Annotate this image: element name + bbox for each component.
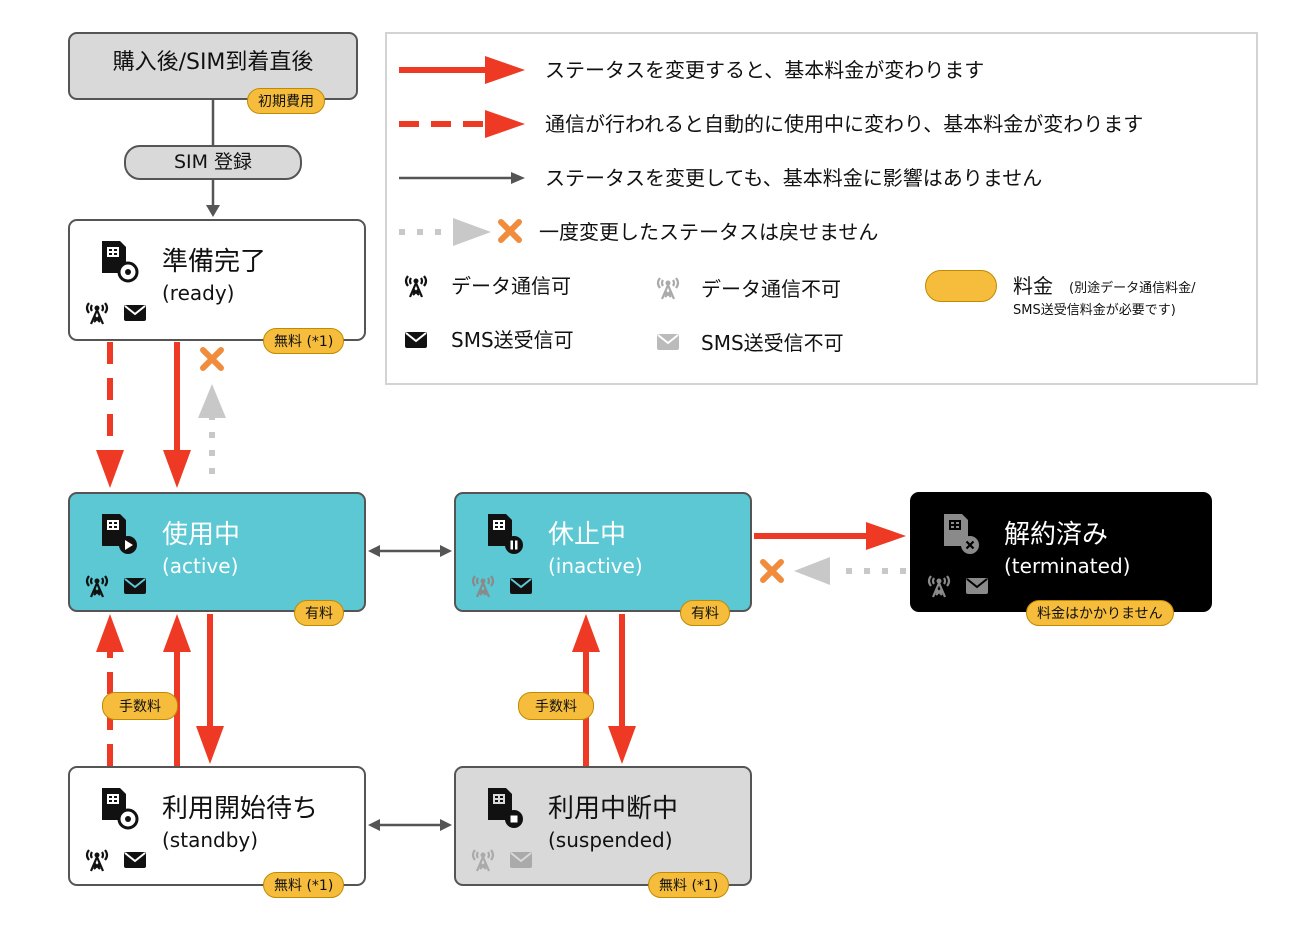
state-subtitle: (terminated) (1004, 554, 1131, 578)
mail-icon (405, 332, 427, 348)
standby-fee-badge: 無料 (*1) (263, 872, 345, 898)
mail-icon (124, 852, 146, 868)
legend-sms-ng-text: SMS送受信不可 (701, 331, 844, 355)
sim-card-icon (944, 514, 979, 554)
state-title: 準備完了 (162, 247, 267, 277)
ready-fee-badge: 無料 (*1) (263, 328, 345, 354)
legend-fee-text: 料金 (1013, 274, 1053, 298)
sim-register-pill: SIM 登録 (124, 145, 302, 180)
inactive-fee-badge: 有料 (680, 600, 730, 626)
state-suspended: 利用中断中 (suspended) (454, 766, 752, 886)
state-title: 休止中 (548, 520, 627, 550)
antenna-icon (656, 277, 680, 300)
legend-data-ok-text: データ通信可 (451, 274, 571, 298)
antenna-icon (927, 575, 951, 598)
antenna-icon (85, 575, 109, 598)
state-terminated: 解約済み (terminated) (910, 492, 1212, 612)
start-fee-badge: 初期費用 (247, 88, 325, 114)
state-inactive: 休止中 (inactive) (454, 492, 752, 612)
legend-fee-note-2: SMS送受信料金が必要です) (1013, 303, 1176, 318)
legend-sms-ok-text: SMS送受信可 (451, 328, 574, 352)
legend-fee-note-1: (別途データ通信料金/ (1069, 281, 1196, 296)
register-arrowhead (206, 205, 220, 217)
legend-red-arrow-text: ステータスを変更すると、基本料金が変わります (545, 58, 985, 82)
start-box: 購入後/SIM到着直後 (68, 32, 358, 100)
mail-icon (510, 852, 532, 868)
state-active: 使用中 (active) (68, 492, 366, 612)
mail-icon (657, 334, 679, 350)
mail-icon (966, 578, 988, 594)
sim-card-icon (102, 514, 137, 554)
antenna-icon (85, 302, 109, 325)
antenna-icon (404, 275, 428, 298)
mail-icon (124, 305, 146, 321)
terminated-fee-badge: 料金はかかりません (1026, 600, 1174, 626)
state-subtitle: (active) (162, 554, 239, 578)
sim-card-icon (488, 514, 523, 554)
legend-data-ng-text: データ通信不可 (701, 277, 841, 301)
state-title: 解約済み (1004, 520, 1109, 550)
start-title: 購入後/SIM到着直後 (112, 50, 314, 75)
antenna-icon (85, 849, 109, 872)
x-mark-icon (200, 347, 224, 371)
x-mark-icon (760, 559, 784, 583)
sim-card-icon (102, 788, 139, 830)
legend-gray-arrow-text: ステータスを変更しても、基本料金に影響はありません (545, 166, 1043, 190)
antenna-icon (471, 575, 495, 598)
x-mark-icon (498, 219, 522, 243)
state-subtitle: (ready) (162, 281, 235, 305)
fee-label-suspended-inactive: 手数料 (518, 692, 594, 720)
legend-red-dashed-text: 通信が行われると自動的に使用中に変わり、基本料金が変わります (545, 112, 1144, 136)
legend-fee-swatch (925, 270, 997, 302)
legend-arrows (399, 56, 525, 246)
mail-icon (510, 578, 532, 594)
antenna-icon (471, 849, 495, 872)
state-title: 利用中断中 (548, 794, 679, 824)
state-title: 利用開始待ち (162, 794, 319, 824)
mail-icon (124, 578, 146, 594)
state-subtitle: (inactive) (548, 554, 643, 578)
legend-no-return-text: 一度変更したステータスは戻せません (539, 220, 879, 244)
active-fee-badge: 有料 (294, 600, 344, 626)
fee-label-standby-active: 手数料 (102, 692, 178, 720)
sim-card-icon (488, 788, 523, 828)
sim-card-icon (102, 241, 139, 283)
state-subtitle: (suspended) (548, 828, 673, 852)
state-standby: 利用開始待ち (standby) (68, 766, 366, 886)
state-ready: 準備完了 (ready) (68, 219, 366, 341)
state-title: 使用中 (162, 520, 241, 550)
legend-panel: ステータスを変更すると、基本料金が変わります 通信が行われると自動的に使用中に変… (385, 32, 1258, 385)
state-subtitle: (standby) (162, 828, 259, 852)
suspended-fee-badge: 無料 (*1) (648, 872, 730, 898)
